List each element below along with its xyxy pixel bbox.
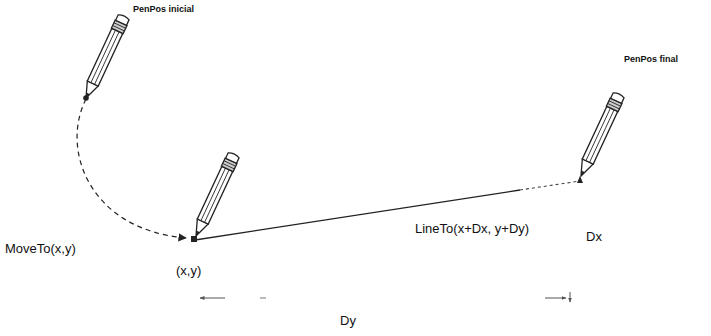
line-path-end [520,181,580,190]
dimension-label: Dy [340,314,356,329]
dimension-line [200,298,225,299]
pen-label: PenPos inicial [133,4,194,14]
pen-label: PenPos final [624,54,678,64]
end-point [577,176,583,183]
dimension-line [260,298,266,299]
pencil-middle [190,151,240,239]
move-path [77,99,186,238]
pencil-final [575,91,625,179]
dimension-label: Dx [586,230,602,245]
function-label: MoveTo(x,y) [5,242,76,257]
xy-point [191,236,197,242]
dimension-tick [570,292,571,302]
function-label: LineTo(x+Dx, y+Dy) [415,222,529,237]
pencil-initial [80,13,130,101]
point-label: (x,y) [176,264,201,279]
dimension-line [545,298,566,299]
